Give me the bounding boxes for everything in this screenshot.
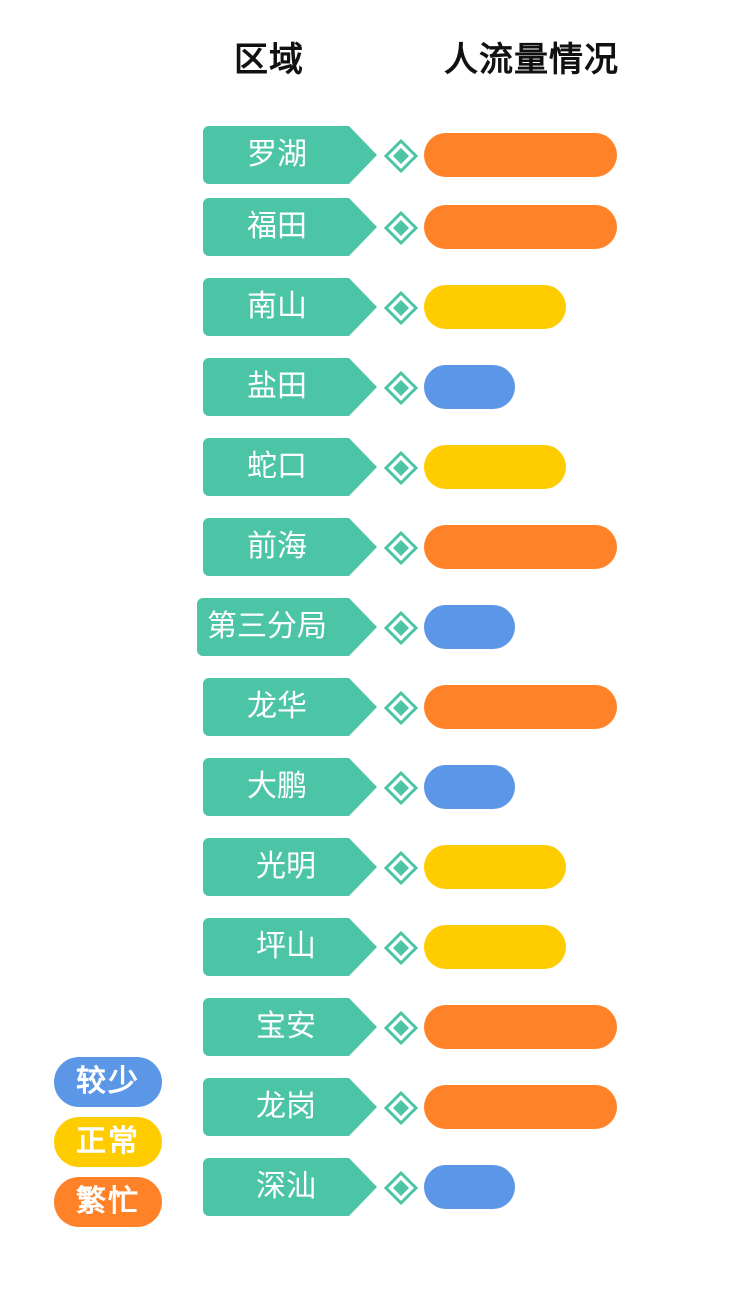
- diamond-marker-icon: [384, 139, 418, 173]
- region-tag: 福田: [203, 198, 377, 256]
- diamond-marker-icon: [384, 531, 418, 565]
- region-tag: 南山: [203, 278, 377, 336]
- traffic-bar: [424, 365, 515, 409]
- diamond-marker-icon: [384, 451, 418, 485]
- diamond-marker-icon: [384, 371, 418, 405]
- diamond-marker-icon: [384, 1011, 418, 1045]
- chart-row: 龙华: [0, 678, 731, 738]
- chart-row: 深汕: [0, 1158, 731, 1218]
- chart-row: 宝安: [0, 998, 731, 1058]
- traffic-bar: [424, 285, 566, 329]
- traffic-bar: [424, 925, 566, 969]
- traffic-bar: [424, 445, 566, 489]
- region-tag: 盐田: [203, 358, 377, 416]
- region-tag: 大鹏: [203, 758, 377, 816]
- diamond-marker-icon: [384, 211, 418, 245]
- diamond-marker-icon: [384, 771, 418, 805]
- region-tag: 深汕: [203, 1158, 377, 1216]
- traffic-bar: [424, 685, 617, 729]
- chart-row: 光明: [0, 838, 731, 898]
- chart-row: 南山: [0, 278, 731, 338]
- chart-row: 蛇口: [0, 438, 731, 498]
- diamond-marker-icon: [384, 291, 418, 325]
- region-column-header: 区域: [234, 40, 304, 80]
- region-tag: 宝安: [203, 998, 377, 1056]
- diamond-marker-icon: [384, 851, 418, 885]
- chart-row: 坪山: [0, 918, 731, 978]
- region-tag: 光明: [203, 838, 377, 896]
- diamond-marker-icon: [384, 1091, 418, 1125]
- traffic-bar: [424, 845, 566, 889]
- legend-low: 较少: [54, 1057, 162, 1107]
- region-tag: 第三分局: [197, 598, 377, 656]
- traffic-column-header: 人流量情况: [444, 40, 619, 80]
- region-tag: 蛇口: [203, 438, 377, 496]
- traffic-bar: [424, 205, 617, 249]
- diamond-marker-icon: [384, 931, 418, 965]
- traffic-bar: [424, 1085, 617, 1129]
- chart-row: 大鹏: [0, 758, 731, 818]
- traffic-bar: [424, 133, 617, 177]
- legend: 较少 正常 繁忙: [54, 1057, 162, 1227]
- traffic-bar: [424, 1165, 515, 1209]
- chart-row: 罗湖: [0, 126, 731, 186]
- chart-row: 福田: [0, 198, 731, 258]
- region-tag: 罗湖: [203, 126, 377, 184]
- chart-row: 前海: [0, 518, 731, 578]
- traffic-bar: [424, 605, 515, 649]
- chart-row: 龙岗: [0, 1078, 731, 1138]
- traffic-bar: [424, 525, 617, 569]
- chart-row: 第三分局: [0, 598, 731, 658]
- legend-busy: 繁忙: [54, 1177, 162, 1227]
- region-tag: 龙岗: [203, 1078, 377, 1136]
- traffic-bar: [424, 765, 515, 809]
- diamond-marker-icon: [384, 1171, 418, 1205]
- legend-normal: 正常: [54, 1117, 162, 1167]
- region-tag: 前海: [203, 518, 377, 576]
- traffic-bar: [424, 1005, 617, 1049]
- region-tag: 坪山: [203, 918, 377, 976]
- region-tag: 龙华: [203, 678, 377, 736]
- diamond-marker-icon: [384, 691, 418, 725]
- diamond-marker-icon: [384, 611, 418, 645]
- chart-row: 盐田: [0, 358, 731, 418]
